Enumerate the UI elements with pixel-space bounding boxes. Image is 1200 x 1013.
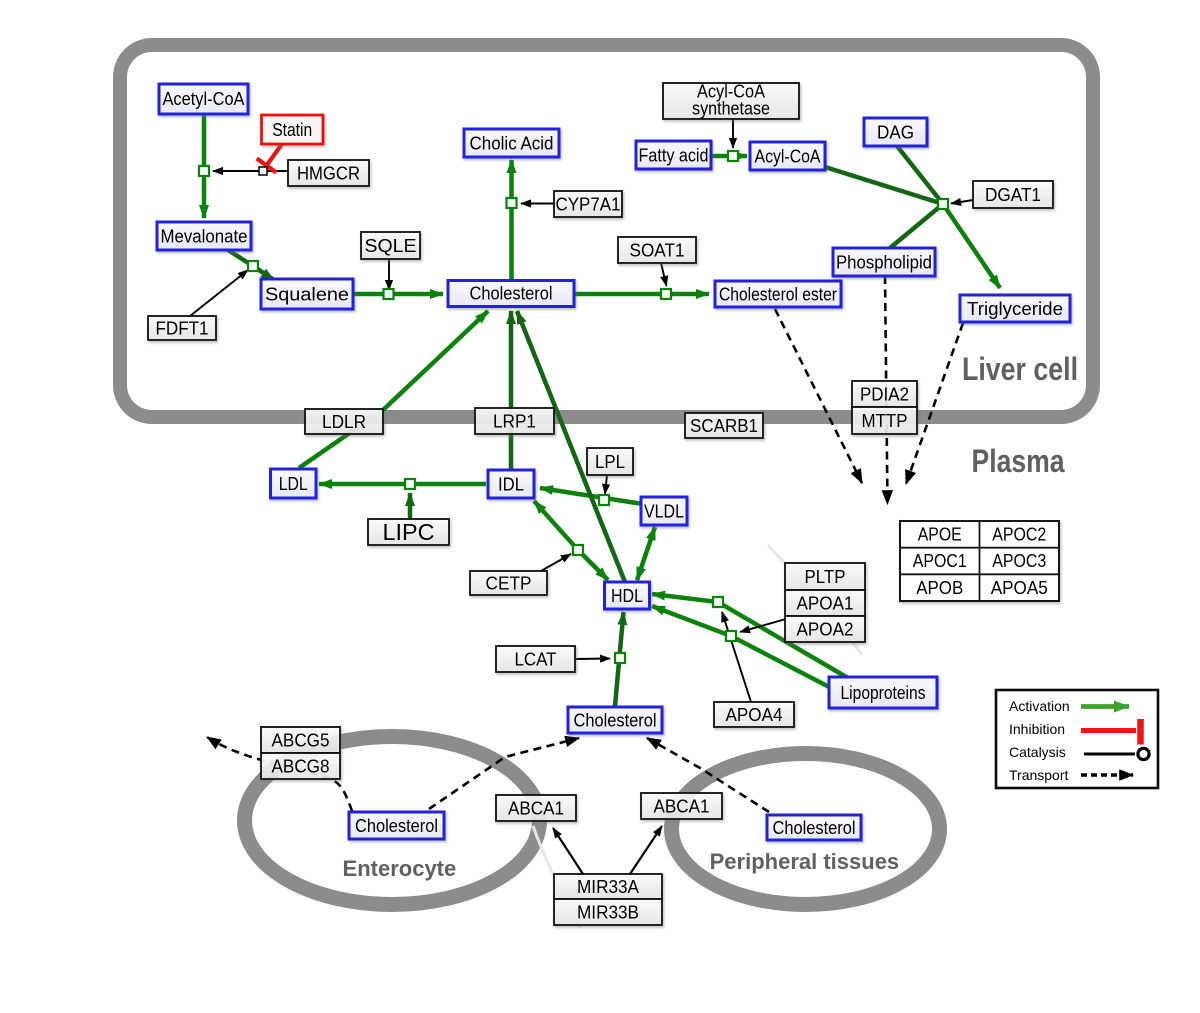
svg-text:Mevalonate: Mevalonate	[161, 227, 248, 247]
svg-text:PDIA2: PDIA2	[860, 385, 909, 405]
svg-text:Lipoproteins: Lipoproteins	[841, 683, 926, 703]
svg-text:APOC1: APOC1	[913, 551, 967, 571]
svg-text:APOA1: APOA1	[797, 594, 854, 614]
svg-text:VLDL: VLDL	[644, 502, 684, 522]
svg-text:Cholesterol: Cholesterol	[773, 818, 856, 838]
svg-text:SCARB1: SCARB1	[690, 416, 758, 436]
svg-text:SOAT1: SOAT1	[630, 241, 685, 261]
svg-text:CETP: CETP	[486, 574, 532, 594]
svg-text:LPL: LPL	[595, 452, 625, 472]
svg-text:HMGCR: HMGCR	[297, 164, 360, 184]
svg-text:Cholesterol: Cholesterol	[574, 711, 657, 731]
svg-text:APOA2: APOA2	[797, 620, 854, 640]
svg-text:CYP7A1: CYP7A1	[556, 195, 621, 215]
svg-text:Fatty acid: Fatty acid	[639, 146, 709, 166]
svg-text:Transport: Transport	[1009, 767, 1069, 783]
svg-text:ABCG8: ABCG8	[272, 757, 330, 777]
svg-text:Cholesterol: Cholesterol	[355, 816, 438, 836]
svg-text:Squalene: Squalene	[265, 285, 349, 305]
svg-text:FDFT1: FDFT1	[156, 319, 209, 339]
svg-text:Catalysis: Catalysis	[1009, 744, 1066, 760]
svg-text:Cholic Acid: Cholic Acid	[470, 134, 554, 154]
svg-text:synthetase: synthetase	[692, 99, 770, 119]
svg-text:LDL: LDL	[279, 474, 308, 494]
svg-text:Plasma: Plasma	[972, 443, 1065, 479]
svg-text:Peripheral tissues: Peripheral tissues	[710, 849, 900, 874]
svg-text:MTTP: MTTP	[862, 411, 908, 431]
svg-text:APOA4: APOA4	[726, 705, 783, 725]
svg-text:APOB: APOB	[916, 578, 963, 598]
svg-text:IDL: IDL	[498, 475, 524, 495]
svg-text:LCAT: LCAT	[515, 650, 557, 670]
svg-text:APOC3: APOC3	[992, 551, 1046, 571]
svg-text:LDLR: LDLR	[322, 412, 366, 432]
svg-text:DGAT1: DGAT1	[985, 185, 1041, 205]
svg-text:Acetyl-CoA: Acetyl-CoA	[163, 89, 245, 109]
svg-text:PLTP: PLTP	[805, 567, 846, 587]
svg-text:Enterocyte: Enterocyte	[343, 856, 457, 881]
svg-text:APOE: APOE	[918, 525, 962, 545]
svg-text:Liver cell: Liver cell	[962, 351, 1078, 387]
svg-text:Triglyceride: Triglyceride	[967, 299, 1063, 319]
svg-text:Phospholipid: Phospholipid	[836, 253, 932, 273]
svg-text:MIR33A: MIR33A	[577, 877, 639, 897]
svg-text:DAG: DAG	[877, 123, 914, 143]
svg-text:ABCA1: ABCA1	[654, 797, 710, 817]
svg-text:Acyl-CoA: Acyl-CoA	[697, 82, 765, 102]
svg-text:ABCG5: ABCG5	[272, 731, 330, 751]
svg-text:Inhibition: Inhibition	[1009, 721, 1065, 737]
svg-text:MIR33B: MIR33B	[577, 903, 639, 923]
svg-text:APOA5: APOA5	[991, 578, 1048, 598]
svg-text:Activation: Activation	[1009, 698, 1070, 714]
svg-text:Statin: Statin	[272, 120, 312, 140]
svg-text:Cholesterol ester: Cholesterol ester	[719, 285, 837, 305]
svg-text:Acyl-CoA: Acyl-CoA	[755, 147, 821, 167]
svg-text:APOC2: APOC2	[992, 525, 1046, 545]
svg-text:SQLE: SQLE	[365, 236, 417, 256]
svg-text:LIPC: LIPC	[383, 519, 435, 545]
svg-text:Cholesterol: Cholesterol	[470, 284, 553, 304]
svg-text:HDL: HDL	[611, 586, 643, 606]
svg-text:ABCA1: ABCA1	[508, 799, 564, 819]
svg-text:LRP1: LRP1	[493, 412, 536, 432]
